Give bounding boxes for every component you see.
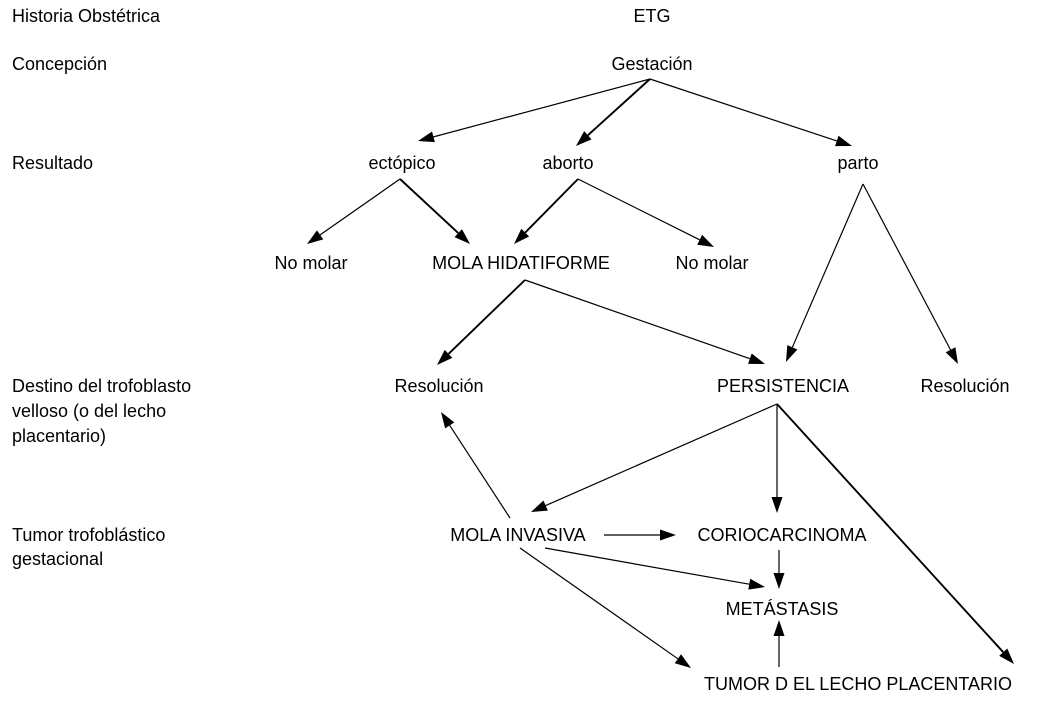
arrow-aborto-to-no-molar-2 [577, 178, 714, 247]
arrow-mola-invasiva-to-tumor-lecho-head [674, 654, 691, 668]
arrow-mola-hidatiforme-to-resolucion-1 [437, 279, 526, 365]
arrow-ectopico-to-no-molar-1 [307, 178, 401, 244]
arrow-mola-hidatiforme-to-resolucion-1-head [437, 349, 453, 365]
arrow-mola-invasiva-to-tumor-lecho-line [519, 547, 679, 660]
node-no-molar-aborto: No molar [675, 253, 748, 273]
node-persistencia: PERSISTENCIA [717, 376, 849, 396]
row-label-destino-line-3: placentario) [12, 426, 106, 446]
arrow-mola-hidatiforme-to-resolucion-1-line [447, 279, 526, 355]
arrow-aborto-to-mola-hidatiforme-line [524, 178, 579, 234]
arrow-coriocarcinoma-to-metastasis-head [773, 573, 785, 589]
arrow-gestacion-to-ectopico [418, 78, 651, 143]
node-mola-hidatiforme: MOLA HIDATIFORME [432, 253, 610, 273]
arrow-persistencia-to-coriocarcinoma [771, 404, 783, 513]
row-label-tumor-line-1: Tumor trofoblástico [12, 525, 165, 545]
node-aborto: aborto [542, 153, 593, 173]
arrow-mola-hidatiforme-to-persistencia [524, 279, 765, 364]
row-label-destino-line-2: velloso (o del lecho [12, 401, 166, 421]
node-parto: parto [837, 153, 878, 173]
arrow-gestacion-to-aborto-head [576, 131, 592, 146]
arrow-aborto-to-no-molar-2-line [577, 178, 700, 241]
header-etg: ETG [633, 6, 670, 26]
arrow-gestacion-to-ectopico-head [418, 131, 435, 143]
arrow-ectopico-to-no-molar-1-head [307, 230, 324, 244]
arrow-ectopico-to-mola-hidatiforme [399, 178, 470, 244]
arrow-mola-invasiva-to-resolucion-1-line [449, 425, 511, 519]
arrow-persistencia-to-mola-invasiva [531, 403, 778, 512]
arrow-ectopico-to-no-molar-1-line [319, 178, 401, 236]
arrow-persistencia-to-coriocarcinoma-head [771, 497, 783, 513]
node-gestacion: Gestación [611, 54, 692, 74]
arrow-aborto-to-mola-hidatiforme [514, 178, 579, 244]
node-metastasis: METÁSTASIS [726, 599, 839, 619]
edges-layer [307, 78, 1014, 668]
row-label-concepcion: Concepción [12, 54, 107, 74]
arrow-aborto-to-no-molar-2-head [697, 234, 714, 247]
arrow-gestacion-to-aborto [576, 78, 651, 146]
arrow-mola-invasiva-to-resolucion-1-head [441, 412, 455, 429]
arrow-mola-hidatiforme-to-persistencia-line [524, 279, 751, 360]
arrow-persistencia-to-tumor-lecho-line [776, 403, 1004, 653]
arrow-mola-invasiva-to-metastasis-head [748, 578, 765, 590]
arrow-gestacion-to-parto-head [835, 135, 852, 147]
arrow-gestacion-to-aborto-line [587, 78, 651, 136]
header-historia-obstetrica: Historia Obstétrica [12, 6, 161, 26]
arrow-parto-to-persistencia-line [791, 183, 864, 348]
node-resolucion-right: Resolución [920, 376, 1009, 396]
arrow-gestacion-to-parto-line [649, 78, 838, 142]
arrow-tumor-lecho-to-metastasis [773, 620, 785, 667]
arrow-parto-to-resolucion-2 [862, 183, 958, 364]
arrow-persistencia-to-mola-invasiva-head [531, 500, 548, 512]
arrow-persistencia-to-tumor-lecho [776, 403, 1014, 664]
arrow-mola-invasiva-to-coriocarcinoma-head [660, 529, 676, 541]
arrow-ectopico-to-mola-hidatiforme-line [399, 178, 459, 234]
arrow-mola-hidatiforme-to-persistencia-head [748, 353, 765, 364]
arrow-parto-to-persistencia [786, 183, 864, 362]
row-label-destino-line-1: Destino del trofoblasto [12, 376, 191, 396]
arrow-parto-to-persistencia-head [786, 345, 798, 362]
arrow-mola-invasiva-to-tumor-lecho [519, 547, 691, 668]
arrow-mola-invasiva-to-metastasis [544, 547, 765, 590]
node-coriocarcinoma: CORIOCARCINOMA [697, 525, 866, 545]
arrow-gestacion-to-parto [649, 78, 852, 147]
arrow-mola-invasiva-to-metastasis-line [544, 547, 750, 585]
arrow-gestacion-to-ectopico-line [433, 78, 651, 138]
arrow-coriocarcinoma-to-metastasis [773, 550, 785, 589]
arrow-tumor-lecho-to-metastasis-head [773, 620, 785, 636]
arrow-ectopico-to-mola-hidatiforme-head [454, 229, 470, 244]
node-no-molar-ectopico: No molar [274, 253, 347, 273]
arrow-mola-invasiva-to-resolucion-1 [441, 412, 511, 519]
arrow-persistencia-to-mola-invasiva-line [545, 403, 778, 507]
arrow-parto-to-resolucion-2-line [862, 183, 952, 351]
row-label-tumor-line-2: gestacional [12, 549, 103, 569]
arrow-persistencia-to-tumor-lecho-head [999, 648, 1014, 664]
arrow-mola-invasiva-to-coriocarcinoma [604, 529, 676, 541]
node-mola-invasiva: MOLA INVASIVA [450, 525, 585, 545]
node-ectopico: ectópico [368, 153, 435, 173]
arrow-parto-to-resolucion-2-head [945, 347, 958, 364]
row-label-resultado: Resultado [12, 153, 93, 173]
arrow-aborto-to-mola-hidatiforme-head [514, 228, 530, 244]
node-tumor-lecho-placentario: TUMOR D EL LECHO PLACENTARIO [704, 674, 1012, 694]
node-resolucion-left: Resolución [394, 376, 483, 396]
